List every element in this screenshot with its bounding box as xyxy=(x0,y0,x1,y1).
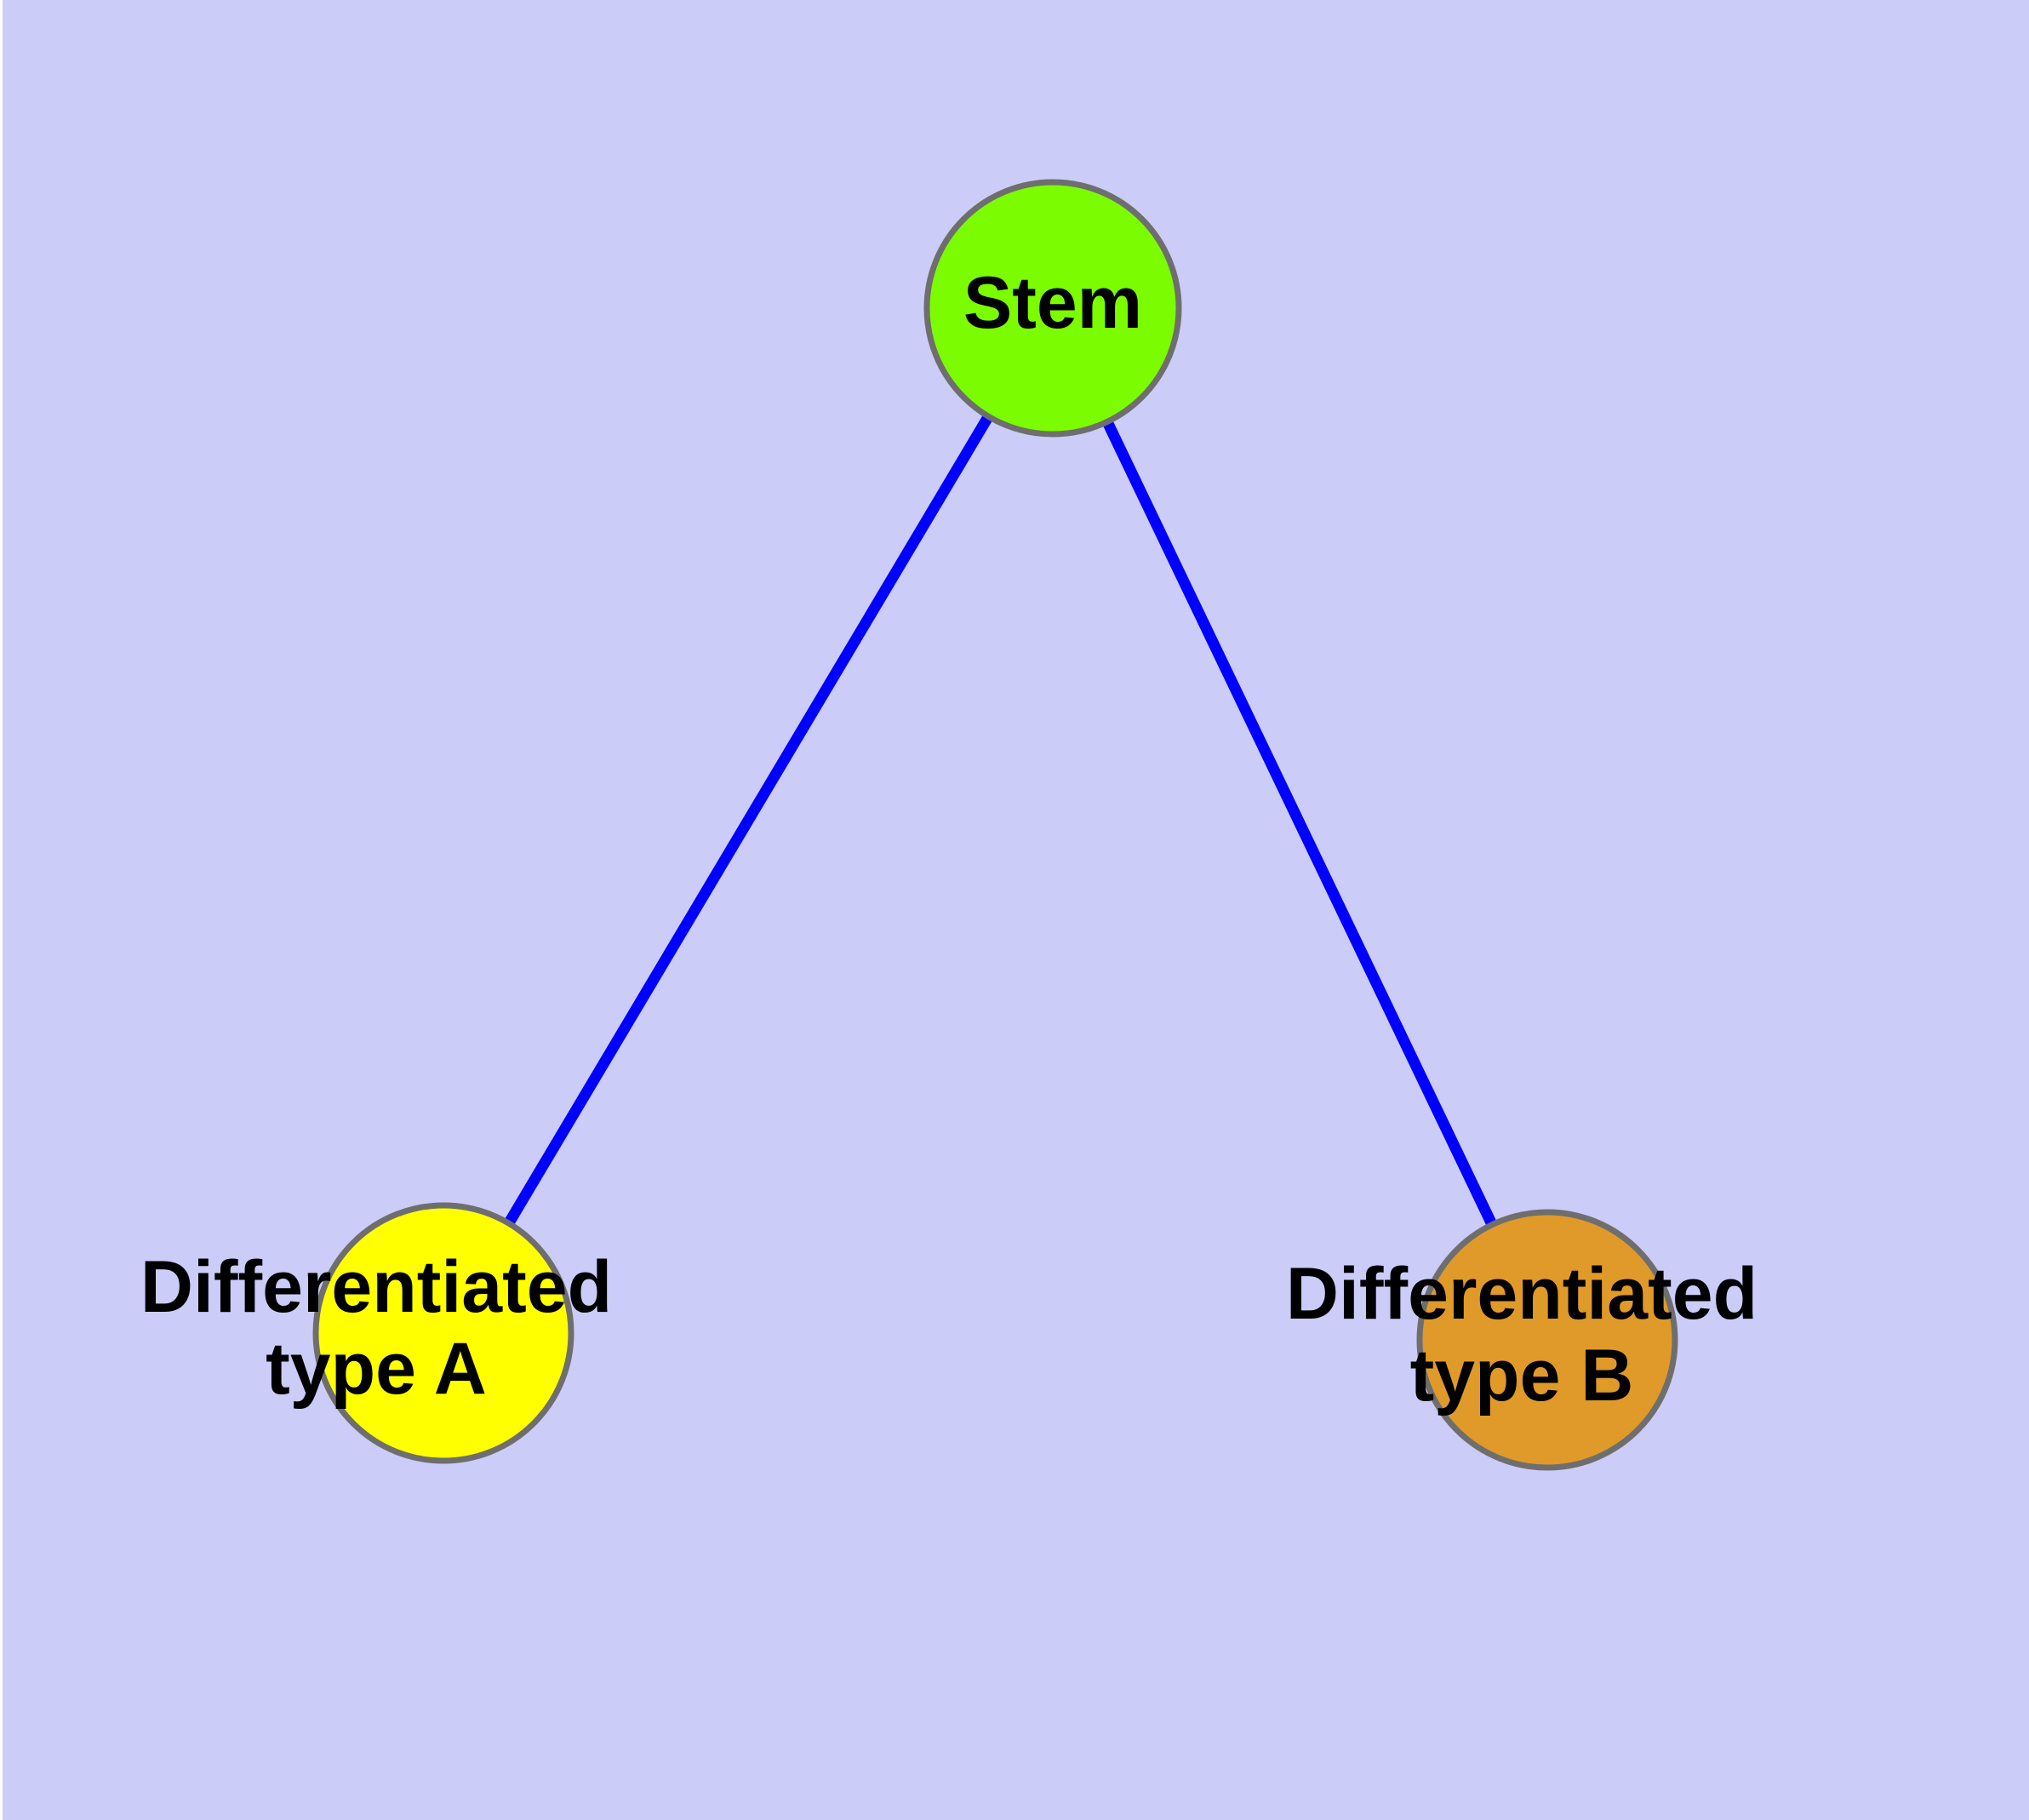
node-stem[interactable] xyxy=(923,179,1182,438)
nodes-layer xyxy=(312,179,1678,1471)
edges-layer xyxy=(503,412,1498,1229)
node-label-line: type A xyxy=(266,1328,487,1410)
node-label-line: Differentiated xyxy=(140,1246,612,1328)
node-label-line: Differentiated xyxy=(1286,1253,1758,1335)
node-diff_a[interactable] xyxy=(312,1202,574,1464)
node-diff_b[interactable] xyxy=(1416,1209,1678,1471)
node-label-line: type B xyxy=(1410,1335,1634,1417)
node-label-line: Stem xyxy=(963,262,1142,344)
node-label-stem: Stem xyxy=(963,262,1142,344)
edge-stem-diff-b xyxy=(1101,417,1498,1229)
edge-stem-diff-a xyxy=(503,412,994,1228)
